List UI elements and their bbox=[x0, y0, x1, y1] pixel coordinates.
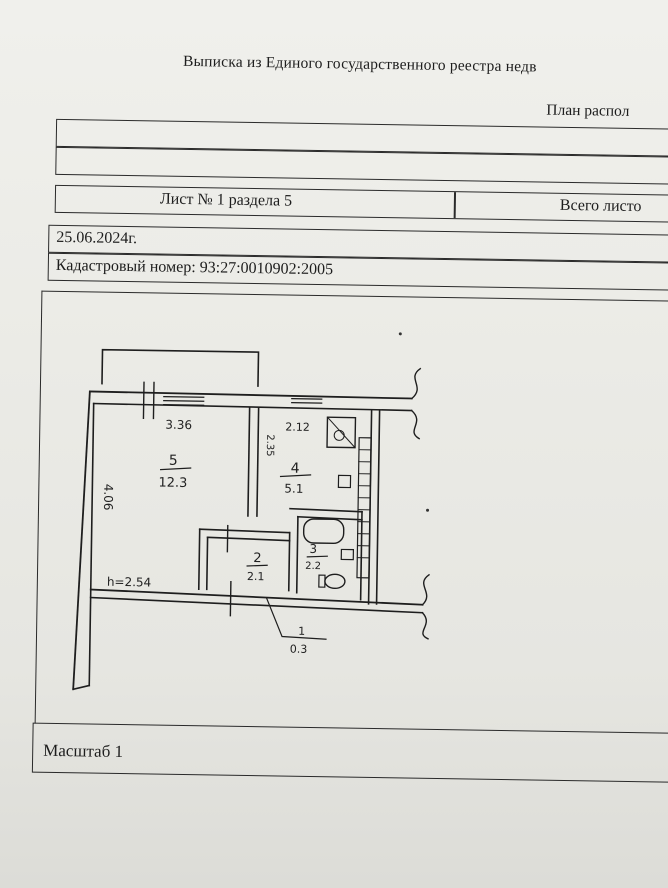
outer-wall-bottom-inner bbox=[89, 596, 424, 614]
print-speck bbox=[426, 508, 430, 512]
balcony-outline bbox=[101, 348, 260, 387]
room-3-number: 3 bbox=[309, 542, 317, 556]
room-1-area: 0.3 bbox=[290, 643, 308, 656]
outer-wall-bottom bbox=[89, 588, 424, 606]
room-2-area: 2.1 bbox=[247, 570, 265, 583]
cadastral-number: Кадастровый номер: 93:27:0010902:2005 bbox=[55, 256, 334, 279]
kitchen-sink bbox=[337, 474, 352, 489]
stove bbox=[326, 416, 357, 449]
scale-label: Масштаб 1 bbox=[43, 740, 124, 762]
partition-5-4 bbox=[247, 407, 251, 517]
window-room5 bbox=[163, 396, 205, 406]
print-speck bbox=[398, 332, 402, 336]
total-sheets-label: Всего листо bbox=[559, 196, 642, 216]
dimension-room4-length: 2.35 bbox=[264, 434, 275, 456]
document-title: Выписка из Единого государственного реес… bbox=[182, 52, 537, 76]
outer-wall-left-inner bbox=[88, 402, 95, 687]
ceiling-height: h=2.54 bbox=[107, 575, 152, 590]
extract-date: 25.06.2024г. bbox=[56, 228, 138, 248]
sheet-info-row: Лист № 1 раздела 5 Всего листо bbox=[54, 184, 668, 223]
bathtub bbox=[302, 518, 345, 545]
room-5-number: 5 bbox=[169, 453, 178, 469]
room-4-number: 4 bbox=[291, 461, 300, 477]
toilet bbox=[324, 573, 346, 590]
sheet-row-divider bbox=[453, 192, 456, 219]
outer-wall-top bbox=[88, 390, 413, 400]
room-2-number: 2 bbox=[253, 551, 262, 566]
room-1-number: 1 bbox=[298, 625, 305, 638]
outer-wall-left bbox=[72, 390, 91, 691]
dimension-room5-width: 3.36 bbox=[165, 418, 192, 432]
document-subtitle: План распол bbox=[546, 101, 630, 120]
room-5-area: 12.3 bbox=[158, 476, 187, 491]
dimension-room5-length: 4.06 bbox=[101, 484, 115, 511]
room-4-area: 5.1 bbox=[284, 482, 303, 496]
dimension-room4-width: 2.12 bbox=[285, 421, 310, 434]
window-room4 bbox=[291, 398, 323, 404]
outer-wall-top-inner bbox=[92, 402, 413, 412]
scale-row: Масштаб 1 bbox=[31, 722, 668, 784]
room-3-area: 2.2 bbox=[305, 561, 321, 572]
floor-plan: 3.36 4.06 2.12 2.35 h=2.54 5 12.3 4 5.1 … bbox=[72, 348, 430, 691]
sheet-number-label: Лист № 1 раздела 5 bbox=[159, 190, 293, 210]
